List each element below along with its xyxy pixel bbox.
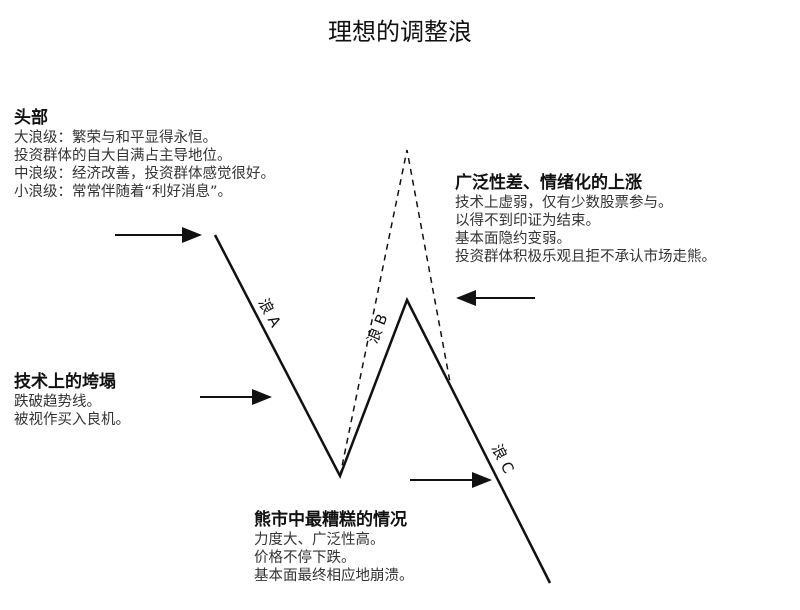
diagram-title: 理想的调整浪: [328, 18, 472, 46]
annotation-line: 基本面隐约变弱。: [455, 231, 571, 247]
annotation-line: 投资群体积极乐观且拒不承认市场走熊。: [455, 249, 716, 265]
annotation-line: 大浪级：繁荣与和平显得永恒。: [14, 130, 217, 146]
left-annotation: 技术上的垮塌 跌破趋势线。 被视作买入良机。: [14, 372, 130, 429]
bottom-annotation-heading: 熊市中最糟糕的情况: [254, 510, 407, 530]
wave-path-solid: [213, 234, 552, 584]
annotation-line: 被视作买入良机。: [14, 412, 130, 428]
annotation-line: 跌破趋势线。: [14, 394, 101, 410]
wave-path-dashed: [339, 149, 451, 477]
annotation-line: 价格不停下跌。: [254, 550, 356, 566]
annotation-line: 技术上虚弱，仅有少数股票参与。: [455, 195, 673, 211]
top-annotation: 头部 大浪级：繁荣与和平显得永恒。 投资群体的自大自满占主导地位。 中浪级：经济…: [14, 108, 275, 201]
annotation-line: 基本面最终相应地崩溃。: [254, 568, 414, 584]
annotation-line: 投资群体的自大自满占主导地位。: [14, 148, 232, 164]
bottom-annotation: 熊市中最糟糕的情况 力度大、广泛性高。 价格不停下跌。 基本面最终相应地崩溃。: [254, 510, 414, 585]
left-annotation-heading: 技术上的垮塌: [14, 372, 116, 392]
right-annotation-heading: 广泛性差、情绪化的上涨: [455, 173, 642, 193]
annotation-line: 力度大、广泛性高。: [254, 532, 385, 548]
annotation-line: 以得不到印证为结束。: [455, 213, 600, 229]
right-annotation: 广泛性差、情绪化的上涨 技术上虚弱，仅有少数股票参与。 以得不到印证为结束。 基…: [455, 173, 716, 266]
annotation-line: 中浪级：经济改善，投资群体感觉很好。: [14, 166, 275, 182]
top-annotation-heading: 头部: [14, 108, 48, 128]
annotation-line: 小浪级：常常伴随着“利好消息”。: [14, 184, 233, 200]
